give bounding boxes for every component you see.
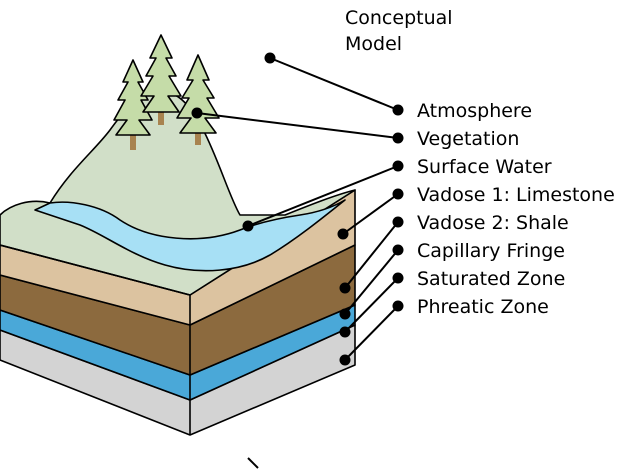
tree-middle xyxy=(140,34,182,125)
dot-surface-water-start xyxy=(242,220,254,232)
label-surface-water: Surface Water xyxy=(417,156,552,178)
marker-dots xyxy=(191,52,404,366)
label-vadose-shale: Vadose 2: Shale xyxy=(417,212,569,234)
label-saturated-zone: Saturated Zone xyxy=(417,268,565,290)
dot-phreatic xyxy=(392,300,404,312)
ground-block xyxy=(0,90,356,436)
dot-capillary-start xyxy=(339,308,351,320)
diagram-title-line-1: Conceptual xyxy=(345,7,453,29)
dot-phreatic-start xyxy=(339,354,351,366)
label-vadose-limestone: Vadose 1: Limestone xyxy=(417,184,615,206)
label-phreatic-zone: Phreatic Zone xyxy=(417,296,549,318)
dot-shale-start xyxy=(339,282,351,294)
bottom-tick xyxy=(247,457,259,469)
dot-atmosphere-start xyxy=(392,104,404,116)
label-capillary-fringe: Capillary Fringe xyxy=(417,240,565,262)
surface-water-stream xyxy=(34,199,346,272)
dot-title xyxy=(264,52,276,64)
dot-surface-water xyxy=(392,160,404,172)
label-atmosphere: Atmosphere xyxy=(417,100,532,122)
dot-limestone-start xyxy=(337,228,349,240)
dot-shale xyxy=(392,216,404,228)
dot-vegetation xyxy=(392,132,404,144)
dot-saturated-start xyxy=(339,326,351,338)
diagram-title-line-2: Model xyxy=(345,33,402,55)
dot-vegetation-start xyxy=(191,107,203,119)
dot-capillary xyxy=(392,244,404,256)
label-vegetation: Vegetation xyxy=(417,128,519,150)
layer-labels: Atmosphere Vegetation Surface Water Vado… xyxy=(417,100,615,318)
tree-left xyxy=(113,59,153,150)
dot-limestone xyxy=(392,188,404,200)
leader-lines xyxy=(196,57,399,361)
dot-saturated xyxy=(392,272,404,284)
